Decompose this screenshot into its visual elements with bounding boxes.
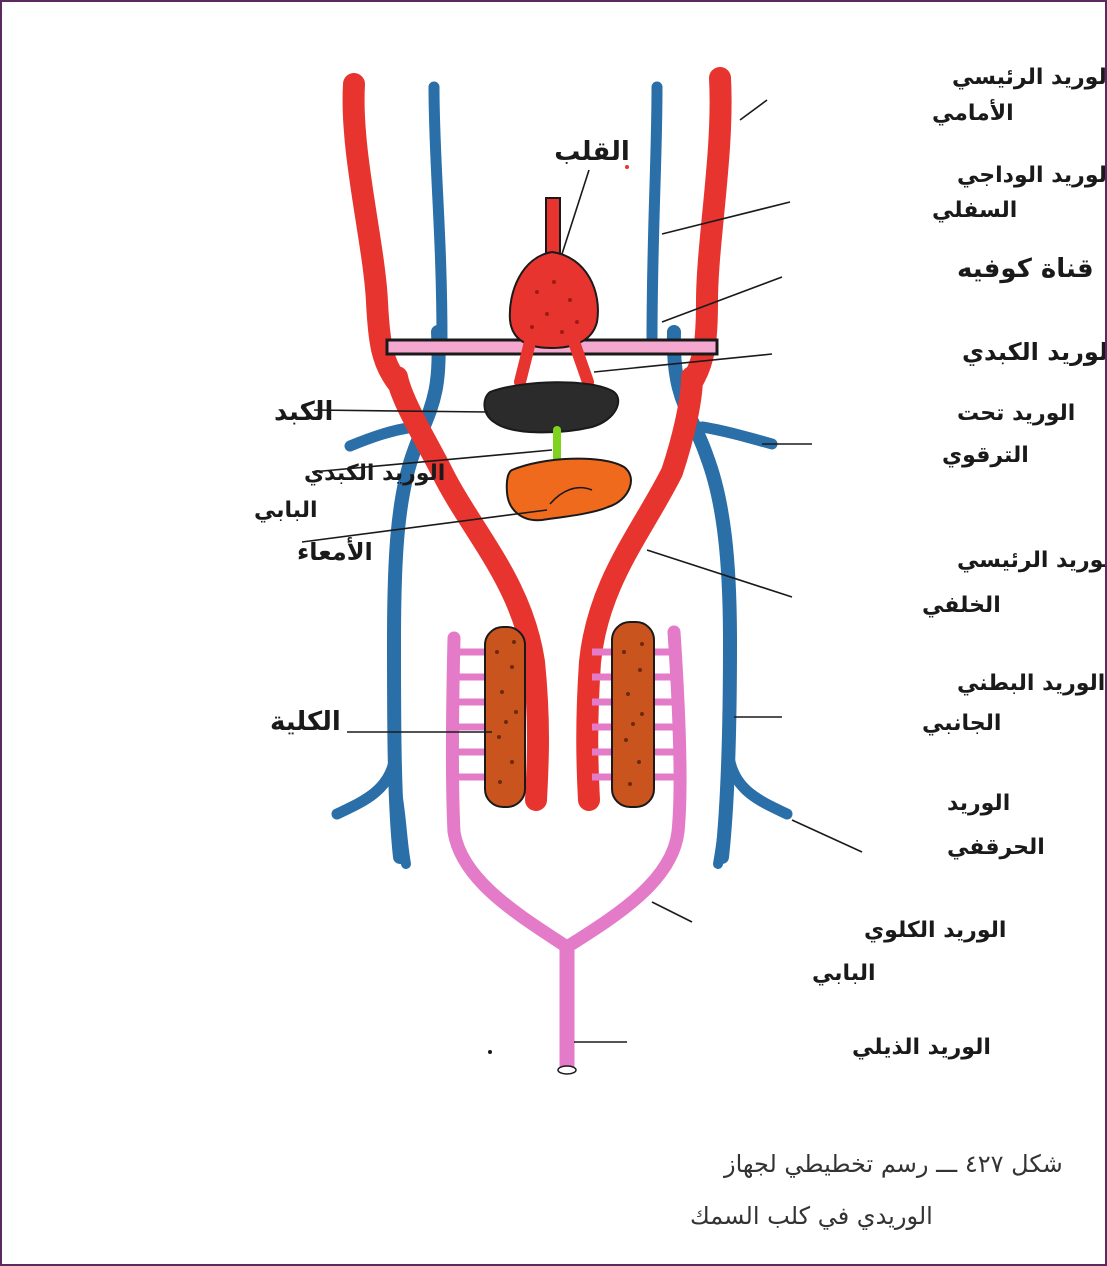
label-renal-portal-2: البابي: [812, 961, 876, 986]
label-hepatic-portal-1: الوريد الكبدي: [304, 461, 445, 486]
leader-lines: [302, 100, 862, 1042]
label-inferior-jugular-1: الوريد الوداجي: [957, 163, 1105, 188]
labels: الوريد الرئيسي الأمامي القلب الوريد الود…: [254, 65, 1105, 1060]
stray-dot: [488, 1050, 492, 1054]
label-anterior-cardinal-1: الوريد الرئيسي: [952, 65, 1105, 90]
label-cuvier-duct: قناة كوفيه: [957, 254, 1094, 284]
label-hepatic-vein: الوريد الكبدي: [962, 338, 1105, 366]
label-intestine: الأمعاء: [297, 537, 373, 566]
label-liver: الكبد: [274, 397, 333, 427]
figure-caption: شكل ٤٢٧ ـــ رسم تخطيطي لجهاز الوريدي في …: [690, 1150, 1063, 1230]
caption-line-2: الوريدي في كلب السمك: [690, 1202, 933, 1230]
label-caudal: الوريد الذيلي: [852, 1035, 991, 1060]
intestine: [507, 459, 631, 521]
label-subclavian-2: الترقوي: [942, 443, 1029, 468]
label-anterior-cardinal-2: الأمامي: [932, 98, 1014, 126]
label-heart: القلب: [554, 137, 630, 167]
label-posterior-cardinal-1: الوريد الرئيسي: [957, 548, 1105, 573]
label-renal-portal-1: الوريد الكلوي: [864, 918, 1006, 943]
stray-dot: [625, 165, 629, 169]
label-lateral-abdominal-1: الوريد البطني: [957, 671, 1105, 696]
label-hepatic-portal-2: البابي: [254, 498, 318, 523]
kidneys: [485, 622, 654, 807]
label-posterior-cardinal-2: الخلفي: [922, 593, 1001, 618]
label-lateral-abdominal-2: الجانبي: [922, 711, 1001, 736]
label-inferior-jugular-2: السفلي: [932, 198, 1017, 223]
caption-line-1: شكل ٤٢٧ ـــ رسم تخطيطي لجهاز: [723, 1150, 1063, 1178]
liver: [484, 382, 618, 432]
label-iliac-2: الحرقفي: [947, 835, 1045, 860]
label-kidney: الكلية: [270, 707, 341, 737]
label-iliac-1: الوريد: [947, 791, 1010, 816]
label-subclavian-1: الوريد تحت: [957, 401, 1075, 426]
